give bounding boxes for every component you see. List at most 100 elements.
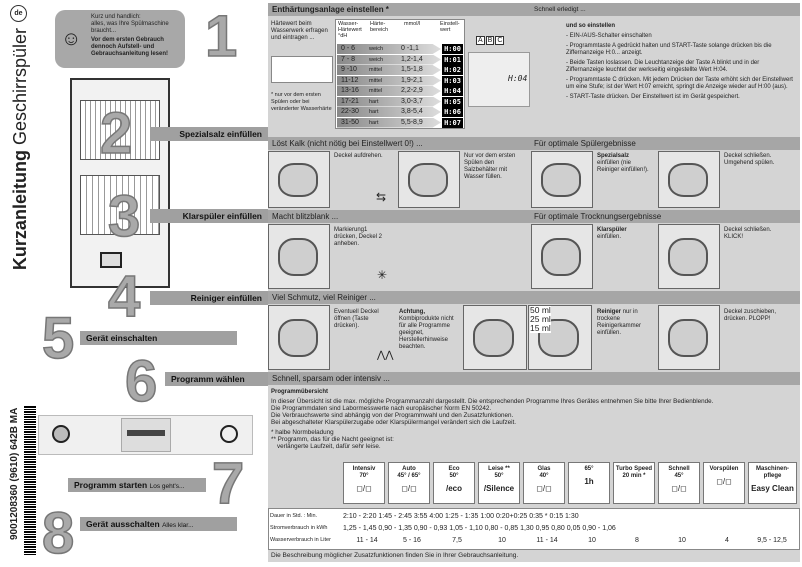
instruction-text: Deckel schließen. KLICK! <box>724 227 772 240</box>
program-temp: 45° <box>674 473 684 479</box>
step-label-power-off: Gerät ausschalten <box>86 519 160 529</box>
hardness-cell: weich <box>369 46 384 52</box>
program-name: Eco <box>448 466 460 472</box>
salt-symbol-icon: ⇆ <box>376 190 387 204</box>
instruction-bold: Spezialsalz <box>597 153 630 159</box>
hardness-note: * nur vor dem ersten Spülen oder bei ver… <box>271 92 332 112</box>
step-sub: Los geht's... <box>149 483 185 490</box>
hardness-cell: 0 - 6 <box>341 45 356 52</box>
power-button[interactable] <box>52 425 70 443</box>
fill-water-image <box>398 151 460 208</box>
row-label: Wasserverbrauch in Liter <box>270 537 331 543</box>
program-data-table <box>268 508 800 550</box>
program-icon-text: 1h <box>584 477 594 486</box>
program-temp: 40° <box>539 473 549 479</box>
instruction-text: Markierung1 drücken, Deckel 2 anheben. <box>334 227 383 247</box>
dose-25ml: 25 ml <box>530 314 551 324</box>
section-bar-salt: Löst Kalk (nicht nötig bei Einstellwert … <box>268 137 530 150</box>
hardness-cell: hart <box>369 119 379 126</box>
hardness-cell: weich <box>369 56 384 63</box>
hardness-cell: 17-21 <box>341 97 359 105</box>
intro-box: ☺ Kurz und handlich: alles, was Ihre Spü… <box>55 10 185 68</box>
easy-clean-icon: Easy Clean <box>749 485 796 493</box>
1h-icon: 1h <box>569 477 609 486</box>
quick-icon: ◻/◻ <box>671 484 687 493</box>
display-readout: H:04 <box>508 74 528 83</box>
how-step: - Programmtaste A gedrückt halten und ST… <box>566 43 772 56</box>
row-label: Dauer in Std. : Min. <box>270 513 318 519</box>
instruction-text: Kombiprodukte nicht für alle Programme g… <box>399 316 454 350</box>
step-number-7: 7 <box>211 451 245 516</box>
instruction-text: Nur vor dem ersten Spülen den Salzbehält… <box>464 153 516 180</box>
tablet-image <box>463 305 527 370</box>
hardness-cell: 1,2-1,4 <box>401 55 423 63</box>
setting-value: H:05 <box>442 96 463 107</box>
hardness-cell: 5,5-8,9 <box>401 118 423 126</box>
instruction-text: Deckel schließen. Umgehend spülen. <box>724 153 775 166</box>
close-rinse-aid-image <box>658 224 720 289</box>
how-title: und so einstellen <box>566 23 616 29</box>
start-button[interactable] <box>220 425 238 443</box>
footnote: ** Programm, das für die Nacht geeignet … <box>271 436 394 443</box>
water-value: 10 <box>588 537 596 544</box>
step-number-8: 8 <box>41 501 75 566</box>
lang-badge: de <box>10 5 27 22</box>
footnote: * halbe Normbeladung <box>271 429 334 436</box>
hardness-cell: 0 -1,1 <box>401 45 419 52</box>
setting-value: H:02 <box>442 65 463 75</box>
hardness-cell: 3,8-5,4 <box>401 108 423 115</box>
dishwasher-illustration <box>70 78 170 288</box>
setting-value: H:03 <box>442 75 463 86</box>
hardness-cell: hart <box>369 98 379 105</box>
hardness-cell: 1,9-2,1 <box>401 76 423 84</box>
step-number-1: 1 <box>204 4 238 69</box>
program-name: Intensiv <box>352 466 376 472</box>
program-overview-title: Programmübersicht <box>271 389 329 395</box>
hardness-cell: hart <box>369 109 379 115</box>
overview-paragraph: Bei abgeschalteter Klarspülerzugabe oder… <box>271 419 517 426</box>
section-bar-rinse-results: Für optimale Spülergebnisse <box>530 137 800 150</box>
water-value: 9,5 - 12,5 <box>757 537 787 544</box>
section-bar-detergent: Viel Schmutz, viel Reiniger ... <box>268 291 800 304</box>
program-name: Schnell <box>668 466 690 472</box>
instruction-bold: Achtung, <box>399 309 425 315</box>
row-values: 1,25 - 1,45 0,90 - 1,35 0,90 - 0,93 1,05… <box>343 525 616 532</box>
step-number-2: 2 <box>99 101 133 166</box>
smiley-icon: ☺ <box>61 28 82 50</box>
program-name: Maschinen-pflege <box>755 466 789 479</box>
key-c: C <box>495 36 505 45</box>
hardness-cell: 7 - 8 <box>341 55 356 63</box>
silence-icon: /Silence <box>479 485 519 493</box>
step-label-start: Programm starten <box>74 480 148 490</box>
program-name: Glas <box>537 466 551 472</box>
program-temp: 50° <box>449 473 459 479</box>
water-value: 4 <box>725 537 729 544</box>
close-detergent-image <box>658 305 720 370</box>
step-number-5: 5 <box>41 306 75 371</box>
hardness-cell: 3,0-3,7 <box>401 97 423 105</box>
intro-warning: Vor dem ersten Gebrauch dennoch Aufstell… <box>91 37 169 57</box>
eco-icon: /eco <box>434 485 474 493</box>
hardness-instructions: Härtewert beim Wasserwerk erfragen und e… <box>271 21 328 41</box>
appliance-panel-illustration <box>468 52 530 107</box>
program-vorsp-len: Vorspülen◻/◻ <box>703 462 745 504</box>
auto-pot-icon: ◻/◻ <box>401 484 417 493</box>
hardness-entry-field[interactable] <box>271 56 333 83</box>
step-sub: Alles klar... <box>162 522 194 529</box>
barcode <box>24 405 36 555</box>
program-temp: 70° <box>359 473 369 479</box>
instruction-text: nur in trockene Reinigerkammer einfüllen… <box>597 309 642 336</box>
key-b: B <box>485 36 495 45</box>
intro-line: Kurz und handlich: <box>91 14 141 20</box>
overview-paragraph: In dieser Übersicht ist die max. möglich… <box>271 398 714 405</box>
